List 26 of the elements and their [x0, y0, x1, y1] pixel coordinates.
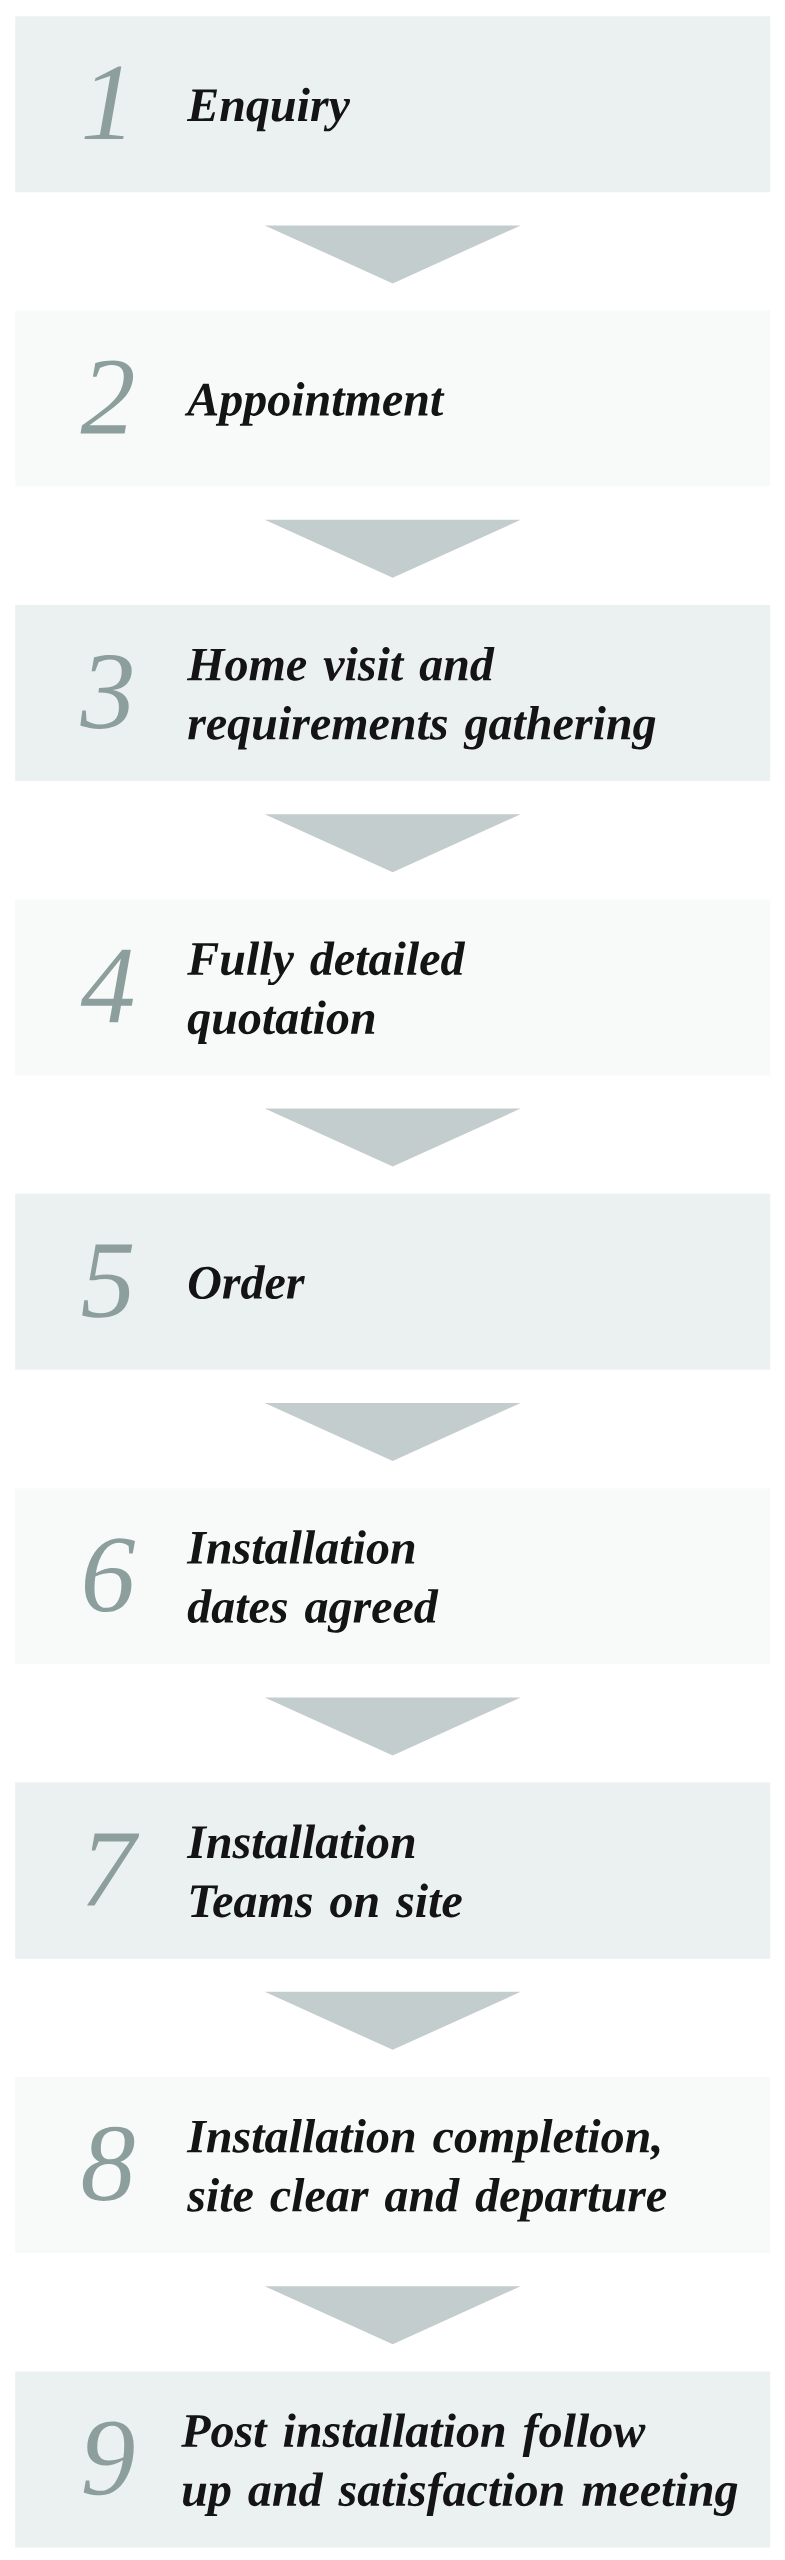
step-label: Installation dates agreed: [186, 1530, 439, 1633]
step-number: 7: [86, 1833, 140, 1906]
step-number: 3: [80, 655, 132, 729]
step-label: Installation completion, site clear and departure: [186, 2119, 667, 2222]
step-number: 9: [83, 2421, 134, 2496]
step-label: Fully detailed quotation: [187, 941, 466, 1044]
arrow: [264, 1403, 521, 1461]
arrow: [264, 1991, 521, 2050]
step-label: Enquiry: [186, 87, 351, 132]
arrow: [264, 519, 521, 578]
arrow: [264, 1697, 521, 1756]
step-label: Post installation follow up and satisfaction meeting: [181, 2412, 738, 2516]
arrow: [264, 225, 521, 284]
step-number: 1: [84, 66, 124, 139]
step-number: 8: [82, 2126, 135, 2201]
step-label: Home visit and requirements gathering: [186, 647, 656, 750]
arrow: [264, 1108, 521, 1167]
step-number: 5: [82, 1244, 133, 1318]
arrow: [264, 814, 521, 873]
step-number: 2: [80, 360, 134, 434]
step-label: Order: [188, 1265, 305, 1300]
arrow: [264, 2286, 521, 2345]
step-label: Installation Teams on site: [186, 1824, 462, 1918]
step-label: Appointment: [184, 382, 445, 426]
step-number: 4: [80, 949, 133, 1023]
step-number: 6: [84, 1538, 135, 1613]
